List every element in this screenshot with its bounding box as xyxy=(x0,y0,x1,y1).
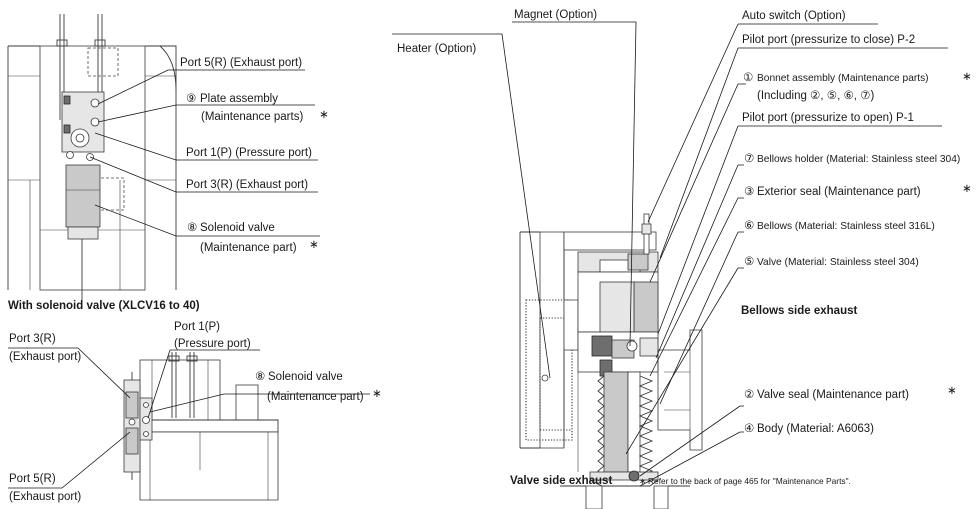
label-valve-seal: Valve seal (Maintenance part) xyxy=(757,389,909,401)
footnote-text: Refer to the back of page 465 for "Maint… xyxy=(648,476,851,486)
label-plate-assembly-num: ⑨ xyxy=(186,93,196,105)
label-bellows: Bellows (Material: Stainless steel 316L) xyxy=(757,221,935,232)
bottom-left-leaders xyxy=(8,347,370,489)
asterisk-plate: ∗ xyxy=(319,109,329,121)
label-port5-top: Port 5(R) (Exhaust port) xyxy=(180,57,302,69)
label-solenoid-top: Solenoid valve xyxy=(200,222,275,234)
label-valve-side-exhaust: Valve side exhaust xyxy=(510,475,612,487)
bottom-left-title: With solenoid valve (XLCV16 to 40) xyxy=(8,300,200,312)
label-valve-num: ⑤ xyxy=(744,256,754,268)
label-auto-switch: Auto switch (Option) xyxy=(742,10,846,22)
label-port1-bottom-sub: (Pressure port) xyxy=(174,338,251,350)
label-body: Body (Material: A6063) xyxy=(757,423,874,435)
label-solenoid-maint-bottom: (Maintenance part) xyxy=(267,391,364,403)
asterisk-valve-seal: ∗ xyxy=(947,385,957,397)
label-port3-top: Port 3(R) (Exhaust port) xyxy=(186,179,308,191)
label-valve: Valve (Material: Stainless steel 304) xyxy=(757,257,919,268)
label-exterior-seal: Exterior seal (Maintenance part) xyxy=(757,186,921,198)
label-solenoid-num-top: ⑧ xyxy=(187,222,197,234)
label-solenoid-maint-top: (Maintenance part) xyxy=(200,242,297,254)
label-body-num: ④ xyxy=(744,423,754,435)
label-exterior-seal-num: ③ xyxy=(744,186,754,198)
label-bellows-holder: Bellows holder (Material: Stainless stee… xyxy=(757,154,960,165)
label-heater: Heater (Option) xyxy=(397,43,476,55)
label-magnet: Magnet (Option) xyxy=(514,9,597,21)
label-port5-bottom: Port 5(R) xyxy=(9,473,56,485)
label-bonnet: Bonnet assembly (Maintenance parts) xyxy=(757,73,929,84)
label-plate-maint: (Maintenance parts) xyxy=(201,111,303,123)
bottom-left-drawing xyxy=(123,352,279,501)
main-leaders xyxy=(392,21,948,487)
asterisk-solenoid-bottom: ∗ xyxy=(372,388,382,400)
label-pilot-open: Pilot port (pressurize to open) P-1 xyxy=(742,112,914,124)
top-left-leaders xyxy=(89,69,320,237)
label-valve-seal-num: ② xyxy=(744,389,754,401)
label-bellows-side-exhaust: Bellows side exhaust xyxy=(741,305,857,317)
asterisk-solenoid-top: ∗ xyxy=(309,239,319,251)
label-pilot-close: Pilot port (pressurize to close) P-2 xyxy=(742,34,915,46)
footnote-asterisk: ∗ xyxy=(639,476,646,486)
label-plate-assembly: Plate assembly xyxy=(200,93,278,105)
label-port5-bottom-sub: (Exhaust port) xyxy=(9,491,81,503)
top-left-drawing xyxy=(7,14,177,300)
label-solenoid-num-bottom: ⑧ xyxy=(255,371,265,383)
label-bellows-num: ⑥ xyxy=(744,220,754,232)
label-port1-top: Port 1(P) (Pressure port) xyxy=(186,147,312,159)
label-port1-bottom: Port 1(P) xyxy=(174,321,220,333)
label-solenoid-bottom: Solenoid valve xyxy=(268,371,343,383)
asterisk-bonnet: ∗ xyxy=(962,71,972,83)
asterisk-exterior-seal: ∗ xyxy=(962,183,972,195)
label-bonnet-including: (Including ②, ⑤, ⑥, ⑦) xyxy=(757,90,874,102)
label-port3-bottom-sub: (Exhaust port) xyxy=(9,351,81,363)
main-valve-drawing xyxy=(519,213,703,509)
label-bonnet-num: ① xyxy=(743,72,753,84)
label-port3-bottom: Port 3(R) xyxy=(9,333,56,345)
label-bellows-holder-num: ⑦ xyxy=(744,153,754,165)
